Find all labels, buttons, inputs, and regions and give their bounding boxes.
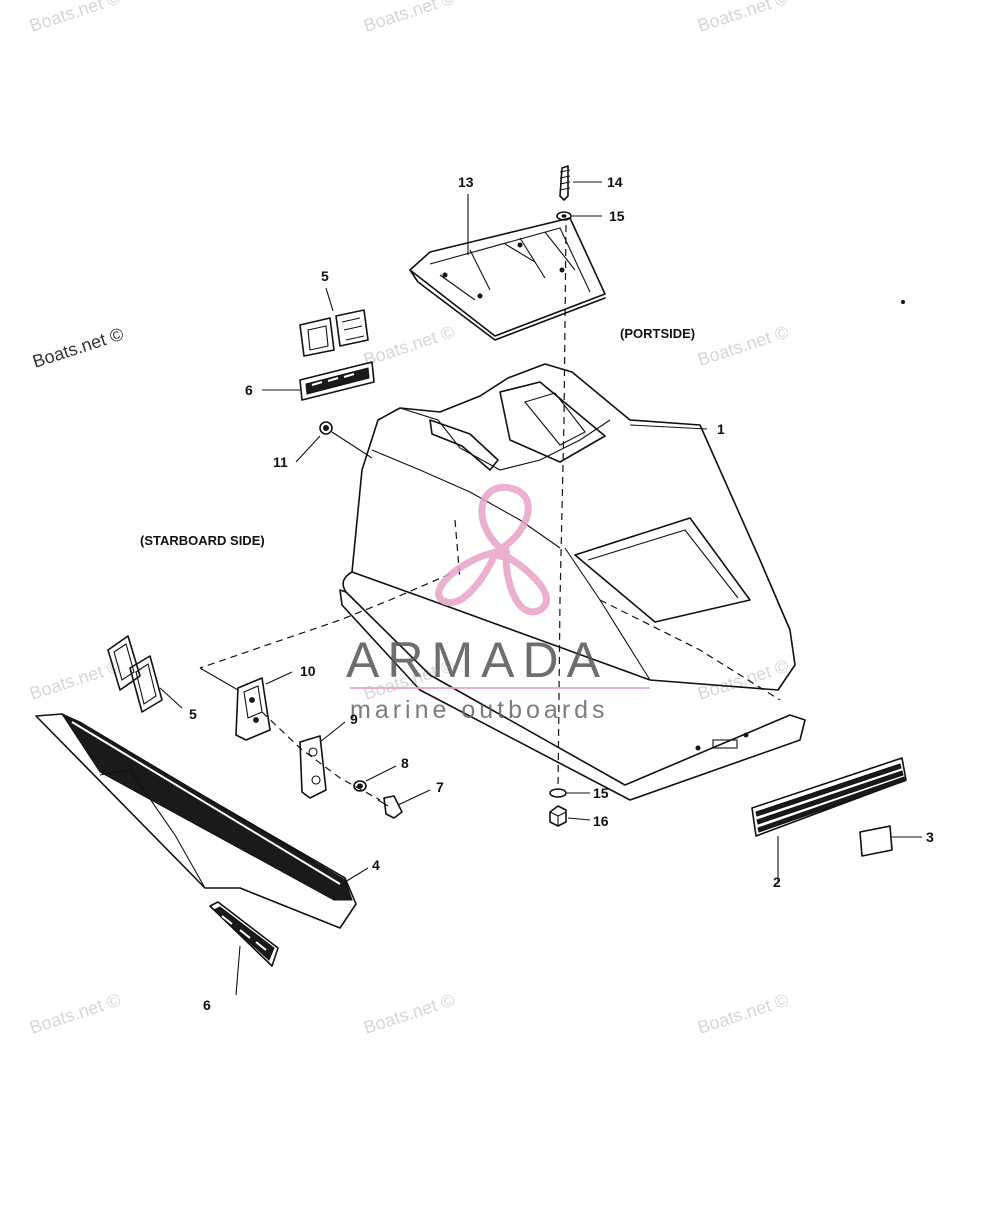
part-10-bracket [235, 677, 271, 741]
watermark-text: Boats.net © [695, 0, 791, 36]
watermark-text: Boats.net © [27, 990, 123, 1038]
portside-label: (PORTSIDE) [620, 326, 695, 341]
part-6-nameplate-lower [209, 901, 279, 967]
watermark-text: Boats.net © [27, 0, 123, 36]
callout-numbers: 1 2 3 4 5 5 6 6 7 8 9 10 11 13 14 15 15 … [189, 174, 934, 1013]
part-16-nut [549, 805, 567, 827]
bolt-path-line [557, 224, 567, 791]
part-engine-cowl [199, 363, 806, 801]
part-8-washer [353, 780, 367, 792]
watermark-text: Boats.net © [695, 322, 791, 370]
callout-6-top: 6 [245, 382, 253, 398]
part-11-fastener [319, 421, 373, 459]
callout-6-lower: 6 [203, 997, 211, 1013]
callout-3: 3 [926, 829, 934, 845]
callout-10: 10 [300, 663, 316, 679]
callout-14: 14 [607, 174, 623, 190]
part-5-numeral-decal-top [299, 309, 369, 357]
watermark-text-dark: Boats.net © [30, 324, 126, 372]
callout-16: 16 [593, 813, 609, 829]
part-15-washer-bottom [549, 788, 567, 798]
callout-5-top: 5 [321, 268, 329, 284]
callout-15-top: 15 [609, 208, 625, 224]
watermark-text: Boats.net © [27, 656, 123, 704]
callout-1: 1 [717, 421, 725, 437]
watermark-text: Boats.net © [361, 0, 457, 36]
brand-divider [350, 687, 650, 689]
watermark-grid: Boats.net © Boats.net © Boats.net © Boat… [27, 0, 791, 1038]
callout-11: 11 [273, 454, 288, 470]
watermark-text: Boats.net © [695, 990, 791, 1038]
callout-15-bottom: 15 [593, 785, 609, 801]
watermark-text: Boats.net © [361, 990, 457, 1038]
callout-7: 7 [436, 779, 444, 795]
callout-8: 8 [401, 755, 409, 771]
part-2-grille-decal [751, 757, 907, 837]
callout-5-lower: 5 [189, 706, 197, 722]
watermark-text: Boats.net © [695, 656, 791, 704]
callout-4: 4 [372, 857, 380, 873]
leader-lines [159, 181, 922, 996]
watermark-text: Boats.net © [361, 322, 457, 370]
propeller-logo-icon [435, 483, 550, 616]
fastener-path-line [261, 711, 381, 801]
bracket-mount-line [199, 667, 239, 691]
brand-tagline: marine outboards [350, 696, 609, 724]
part-15-washer-top [556, 211, 572, 221]
brand-name: ARMADA [346, 632, 608, 688]
part-14-bolt [559, 165, 571, 201]
starboard-side-label: (STARBOARD SIDE) [140, 533, 265, 548]
armada-brand-watermark: ARMADA marine outboards [346, 483, 650, 724]
part-4-stripe-decal [35, 712, 357, 929]
part-5-numeral-decal-lower [107, 635, 163, 713]
callout-2: 2 [773, 874, 781, 890]
part-13-hatch-cover [409, 217, 606, 341]
callout-13: 13 [458, 174, 474, 190]
callout-9: 9 [350, 711, 358, 727]
part-3-label [859, 825, 893, 857]
part-9-plate [299, 735, 327, 799]
stray-dot [901, 300, 905, 304]
part-6-nameplate-top [299, 361, 375, 401]
part-7-screw [377, 795, 403, 819]
